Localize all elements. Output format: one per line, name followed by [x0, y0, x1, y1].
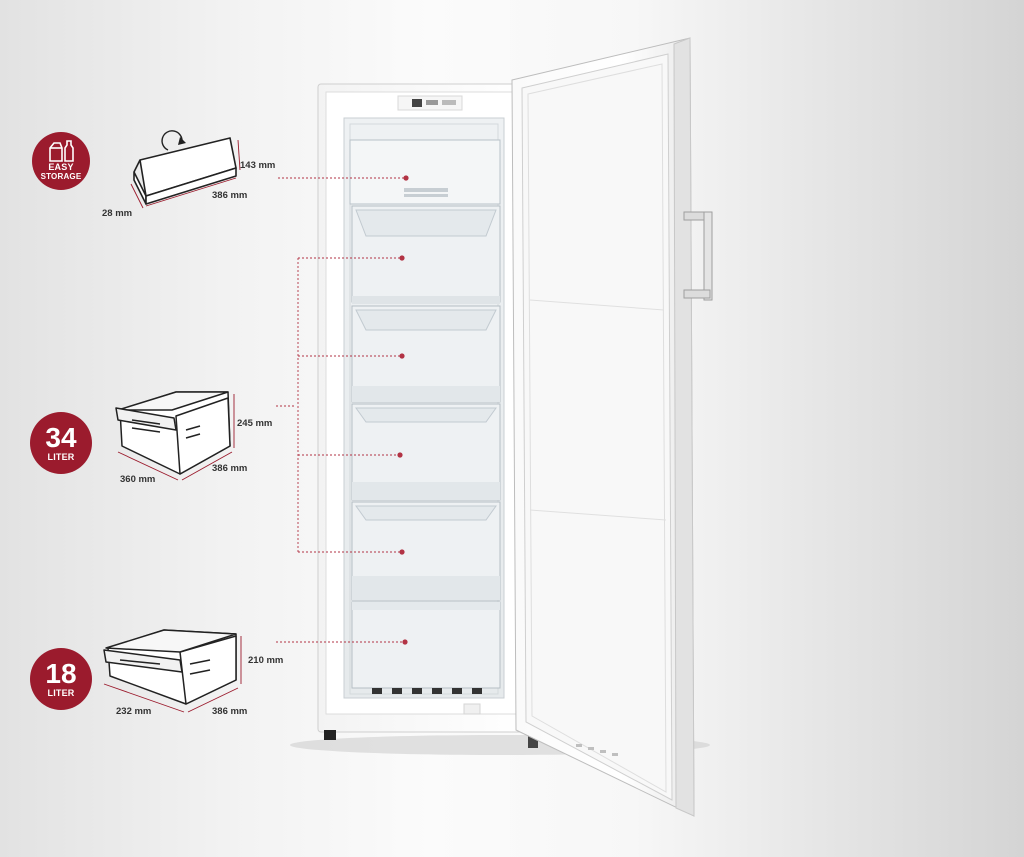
drawer-small-height-label: 210 mm: [248, 655, 284, 666]
easy-storage-line2: STORAGE: [40, 172, 82, 181]
liter-18-unit: LITER: [47, 688, 75, 698]
shelf-height-label: 143 mm: [240, 160, 276, 171]
freezer-door: [511, 37, 713, 817]
easy-storage-line1: EASY: [48, 162, 74, 172]
liter-18-badge: 18 LITER: [30, 648, 92, 710]
drawer-small-width-label: 232 mm: [116, 706, 152, 717]
shelf-drawing: [133, 137, 237, 205]
door-handle: [683, 211, 713, 301]
leader-dots: [397, 175, 409, 645]
drawer-3: [351, 403, 501, 501]
bottle-icon: [64, 140, 74, 162]
drawer-small-drawing: [103, 629, 237, 705]
drawer-large-drawing: [115, 391, 231, 475]
shelf-width-label: 28 mm: [102, 208, 133, 219]
drawer-large-dimension-lines: [117, 394, 235, 481]
milk-and-bottle-icon: [49, 140, 74, 162]
drawer-small-depth-label: 386 mm: [212, 706, 248, 717]
leader-lines: [276, 177, 404, 643]
liter-34-badge: 34 LITER: [30, 412, 92, 474]
drawer-4: [351, 501, 501, 601]
front-foot: [324, 730, 336, 740]
bottom-vent: [372, 688, 482, 694]
drawer-1: [351, 205, 501, 304]
liter-18-number: 18: [45, 658, 77, 689]
easy-storage-badge: EASY STORAGE: [32, 132, 90, 190]
shelf-dimension-lines: [130, 139, 241, 209]
top-shelf-compartment: [349, 139, 501, 205]
milk-carton-icon: [49, 142, 63, 162]
drawer-5: [351, 601, 501, 689]
drawer-2: [351, 305, 501, 403]
drawer-large-depth-label: 386 mm: [212, 463, 248, 474]
freezer-cabinet: [317, 83, 538, 748]
drawer-large-height-label: 245 mm: [237, 418, 273, 429]
shelf-depth-label: 386 mm: [212, 190, 248, 201]
liter-34-unit: LITER: [47, 452, 75, 462]
liter-34-number: 34: [45, 422, 77, 453]
rotate-arrow-icon: [161, 130, 183, 151]
drawer-small-dimension-lines: [103, 636, 242, 713]
drawer-large-width-label: 360 mm: [120, 474, 156, 485]
